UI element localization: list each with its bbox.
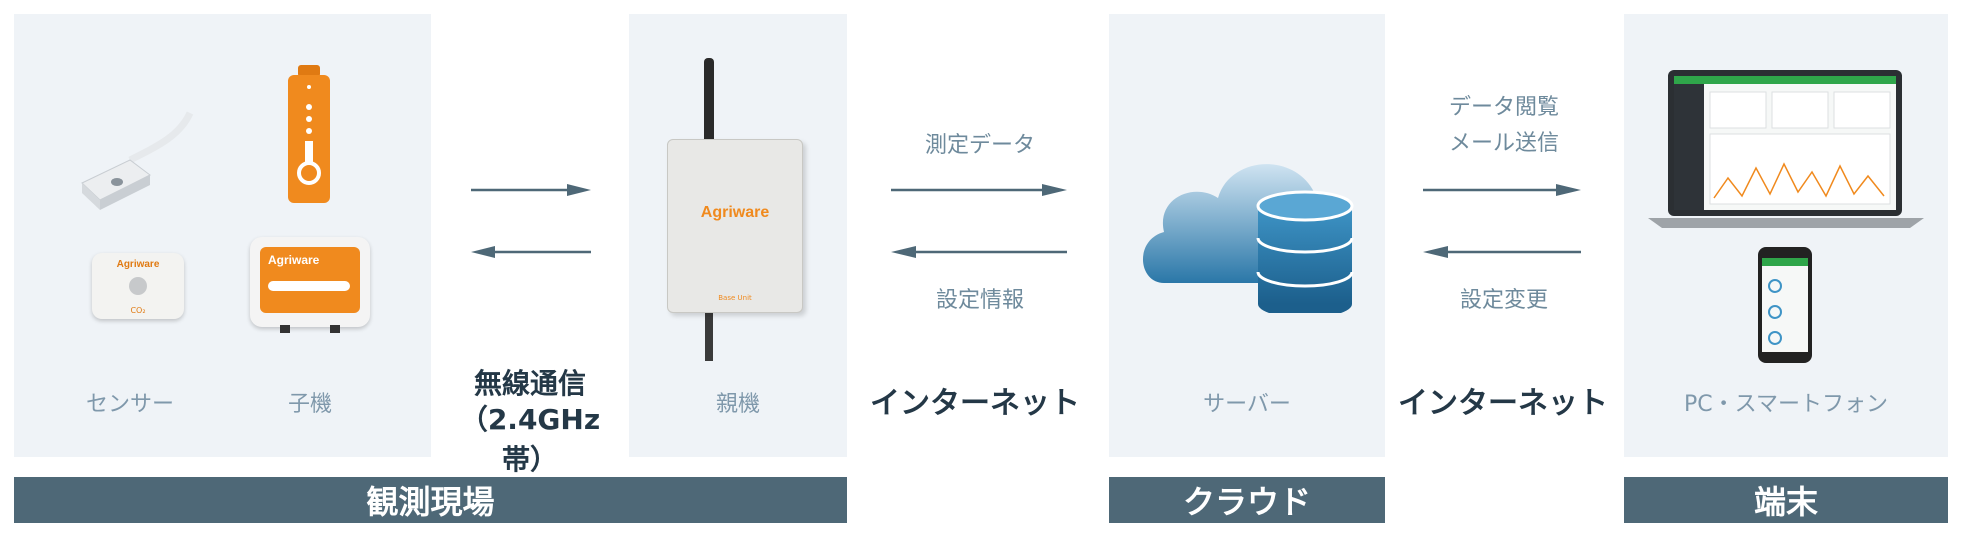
mail-send-label: メール送信 [1448, 131, 1559, 156]
parent-pole [705, 305, 713, 361]
parent-antenna [704, 58, 714, 148]
laptop-icon [1648, 70, 1924, 228]
parent-unit-box: Agriware Base Unit [667, 139, 803, 313]
bar-terminal: 端末 [1624, 477, 1948, 523]
cloud-server-icon [1142, 164, 1354, 313]
device-label: PC・スマートフォン [1684, 392, 1888, 417]
arrow-right-internet1 [891, 184, 1067, 196]
wireless-line1: 無線通信 [473, 367, 586, 400]
bar-cloud: クラウド [1109, 477, 1385, 523]
child-unit-device: Agriware [250, 237, 370, 333]
settings-change-label: 設定変更 [1459, 288, 1548, 313]
sensor-label: センサー [85, 392, 174, 417]
wireless-line2: （2.4GHz 帯） [459, 403, 601, 476]
arrow-left-internet1 [891, 246, 1067, 258]
orange-child-device [288, 65, 330, 203]
field-panel [14, 14, 431, 457]
arrow-right-wireless [471, 184, 591, 196]
parent-brand: Agriware [700, 204, 770, 221]
co2-label: CO₂ [130, 306, 146, 315]
arrow-right-internet2 [1423, 184, 1581, 196]
internet-label-2: インターネット [1398, 386, 1608, 421]
data-view-label: データ閲覧 [1448, 95, 1559, 120]
arrow-left-wireless [471, 246, 591, 258]
co2-brand: Agriware [116, 259, 160, 270]
internet-label-1: インターネット [870, 386, 1080, 421]
server-label: サーバー [1203, 392, 1291, 417]
sensor-illustration [81, 111, 194, 210]
arrow-left-internet2 [1423, 246, 1581, 258]
child-brand: Agriware [268, 253, 320, 267]
measure-data-label: 測定データ [924, 133, 1035, 158]
smartphone-icon [1758, 247, 1812, 363]
parent-label: 親機 [715, 392, 760, 417]
parent-unit-text: Base Unit [718, 294, 752, 302]
settings-info-label: 設定情報 [935, 288, 1024, 313]
child-label: 子機 [287, 392, 332, 417]
co2-sensor-device: Agriware CO₂ [92, 253, 184, 319]
bar-field: 観測現場 [14, 477, 847, 523]
